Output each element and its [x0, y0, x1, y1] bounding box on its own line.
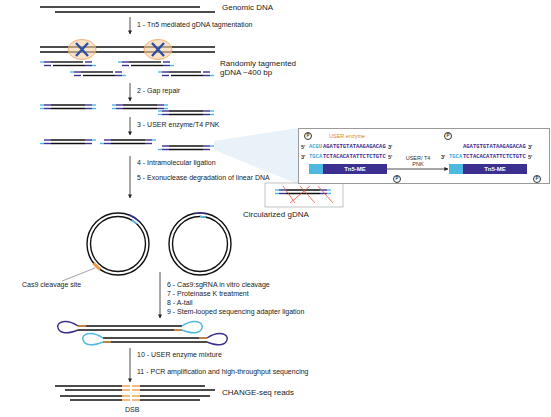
- sequence-text: P: [444, 132, 452, 140]
- sequence-text: P: [533, 175, 541, 183]
- text-label: 1 - Tn5 mediated gDNA tagmentation: [137, 21, 252, 29]
- sequence-text: 5': [388, 154, 392, 160]
- text-label: 4 - Intramolecular ligation: [137, 159, 216, 167]
- text-label: 3 - USER enzyme/T4 PNK: [137, 121, 219, 129]
- text-label: 8 - A-tail: [167, 299, 193, 307]
- sequence-text: TGCA: [449, 154, 462, 160]
- text-label: Circularized gDNA: [243, 210, 309, 219]
- text-label: 11 - PCR amplification and high-throughp…: [137, 368, 308, 376]
- text-label: 6 - Cas9:sgRNA in vitro cleavage: [167, 281, 270, 289]
- text-label: Cas9 cleavage site: [22, 281, 81, 289]
- sequence-text: ACG: [309, 144, 319, 150]
- text-label: 7 - Proteinase K treatment: [167, 290, 249, 298]
- text-label: 9 - Stem-looped sequencing adapter ligat…: [167, 308, 304, 316]
- sequence-text: TGCA: [309, 154, 322, 160]
- sequence-text: AGATGTGTATAAGAGACAG: [323, 144, 386, 150]
- sequence-text: USER enzyme: [329, 133, 365, 139]
- sequence-text: 5': [528, 154, 532, 160]
- text-label: 10 - USER enzyme mixture: [137, 351, 222, 359]
- sequence-text: TCTACACATATTCTCTGTC: [323, 154, 386, 160]
- tn5-me-bar: Tn5-ME: [449, 164, 527, 174]
- sequence-text: 3': [301, 154, 305, 160]
- text-label: 5 - Exonuclease degradation of linear DN…: [137, 174, 270, 182]
- text-label: Randomly tagmented gDNA ~400 bp: [220, 59, 302, 77]
- text-label: DSB: [125, 406, 139, 414]
- sequence-text: P: [393, 175, 401, 183]
- sequence-text: 3': [388, 144, 392, 150]
- sequence-text: AGATGTGTATAAGAGACAG: [463, 144, 526, 150]
- sequence-text: 3': [528, 144, 532, 150]
- bar-label: Tn5-ME: [323, 164, 387, 174]
- sequence-text: P: [304, 132, 312, 140]
- text-label: CHANGE-seq reads: [222, 388, 294, 397]
- text-label: 2 - Gap repair: [137, 87, 180, 95]
- arrow-label: USER/ T4 PNK: [401, 155, 435, 167]
- sequence-text: 3': [441, 154, 445, 160]
- text-label: Genomic DNA: [222, 3, 273, 12]
- sequence-text: 5': [301, 144, 305, 150]
- tn5-me-bar: Tn5-ME: [309, 164, 387, 174]
- bar-label: Tn5-ME: [463, 164, 527, 174]
- sequence-text: U: [319, 144, 322, 150]
- sequence-text: TCTACACATATTCTCTGTC: [463, 154, 526, 160]
